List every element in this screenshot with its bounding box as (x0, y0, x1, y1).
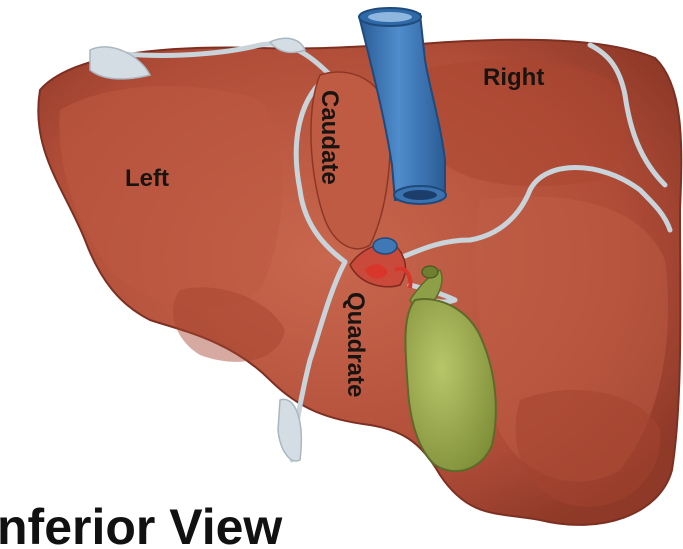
right-lobe-label: Right (483, 64, 544, 91)
left-lobe-label: Left (125, 165, 169, 192)
caudate-lobe-label: Caudate (316, 90, 343, 185)
common-bile-duct-opening (422, 266, 438, 278)
view-title: nferior View (0, 499, 282, 549)
quadrate-lobe-label: Quadrate (342, 292, 369, 397)
left-lobe-shade (59, 86, 282, 307)
